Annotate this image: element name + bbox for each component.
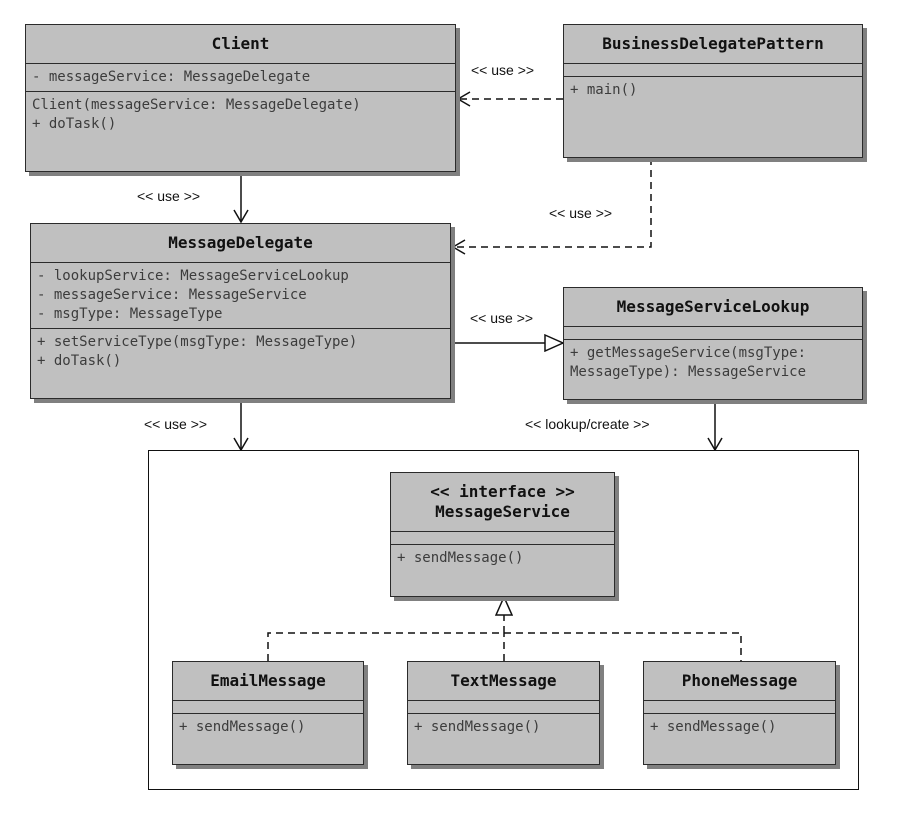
class-client-attributes: - messageService: MessageDelegate xyxy=(26,64,455,92)
class-message-service-lookup-attributes xyxy=(564,327,862,340)
class-name-line: EmailMessage xyxy=(210,671,326,690)
operation-row: + doTask() xyxy=(32,116,117,132)
operation-row: + sendMessage() xyxy=(650,719,777,735)
class-text-message-attributes xyxy=(408,701,599,714)
label-client-delegate: << use >> xyxy=(137,188,201,204)
class-name-line: MessageDelegate xyxy=(168,233,313,252)
class-name-line: Client xyxy=(211,34,270,53)
class-text-message-name: TextMessage xyxy=(408,662,599,701)
class-email-message: EmailMessage + sendMessage() xyxy=(172,661,364,765)
operation-row: + sendMessage() xyxy=(179,719,306,735)
interface-message-service-name: << interface >> MessageService xyxy=(391,473,614,532)
interface-message-service: << interface >> MessageService + sendMes… xyxy=(390,472,615,597)
class-message-service-lookup: MessageServiceLookup + getMessageService… xyxy=(563,287,863,400)
attribute-row: - msgType: MessageType xyxy=(37,306,223,322)
class-email-message-name: EmailMessage xyxy=(173,662,363,701)
label-delegate-services: << use >> xyxy=(144,416,208,432)
class-business-delegate-pattern-attributes xyxy=(564,64,862,77)
class-phone-message-attributes xyxy=(644,701,835,714)
class-message-service-lookup-name: MessageServiceLookup xyxy=(564,288,862,327)
operation-row: + sendMessage() xyxy=(414,719,541,735)
class-business-delegate-pattern-operations: + main() xyxy=(564,77,862,104)
class-message-delegate-operations: + setServiceType(msgType: MessageType) +… xyxy=(31,329,450,375)
operation-row: + getMessageService(msgType: xyxy=(570,345,807,361)
operation-row: + doTask() xyxy=(37,353,122,369)
attribute-row: - messageService: MessageService xyxy=(37,287,307,303)
class-message-delegate: MessageDelegate - lookupService: Message… xyxy=(30,223,451,399)
class-name-line: MessageServiceLookup xyxy=(616,297,810,316)
class-text-message: TextMessage + sendMessage() xyxy=(407,661,600,765)
class-name-line: TextMessage xyxy=(450,671,557,690)
class-business-delegate-pattern: BusinessDelegatePattern + main() xyxy=(563,24,863,158)
class-name-line: PhoneMessage xyxy=(681,671,798,690)
class-message-delegate-name: MessageDelegate xyxy=(31,224,450,263)
operation-row: + main() xyxy=(570,82,638,98)
operation-row: MessageType): MessageService xyxy=(570,364,807,380)
label-delegate-lookup: << use >> xyxy=(470,310,534,326)
attribute-row: - messageService: MessageDelegate xyxy=(32,69,311,85)
class-text-message-operations: + sendMessage() xyxy=(408,714,599,741)
class-phone-message: PhoneMessage + sendMessage() xyxy=(643,661,836,765)
class-client-name: Client xyxy=(26,25,455,64)
edge-bdp-delegate xyxy=(453,158,652,247)
class-email-message-attributes xyxy=(173,701,363,714)
class-name-line: BusinessDelegatePattern xyxy=(602,34,824,53)
class-client: Client - messageService: MessageDelegate… xyxy=(25,24,456,172)
class-message-service-lookup-operations: + getMessageService(msgType: MessageType… xyxy=(564,340,862,386)
class-business-delegate-pattern-name: BusinessDelegatePattern xyxy=(564,25,862,64)
class-email-message-operations: + sendMessage() xyxy=(173,714,363,741)
operation-row: + setServiceType(msgType: MessageType) xyxy=(37,334,358,350)
label-lookup-services: << lookup/create >> xyxy=(525,416,650,432)
interface-message-service-attributes xyxy=(391,532,614,545)
operation-row: Client(messageService: MessageDelegate) xyxy=(32,97,361,113)
class-phone-message-operations: + sendMessage() xyxy=(644,714,835,741)
attribute-row: - lookupService: MessageServiceLookup xyxy=(37,268,349,284)
class-client-operations: Client(messageService: MessageDelegate) … xyxy=(26,92,455,138)
class-message-delegate-attributes: - lookupService: MessageServiceLookup - … xyxy=(31,263,450,329)
label-bdp-delegate: << use >> xyxy=(549,205,613,221)
class-phone-message-name: PhoneMessage xyxy=(644,662,835,701)
class-name-line: MessageService xyxy=(435,502,570,521)
operation-row: + sendMessage() xyxy=(397,550,524,566)
interface-message-service-operations: + sendMessage() xyxy=(391,545,614,572)
label-bdp-client: << use >> xyxy=(471,62,535,78)
stereotype-line: << interface >> xyxy=(430,482,575,501)
